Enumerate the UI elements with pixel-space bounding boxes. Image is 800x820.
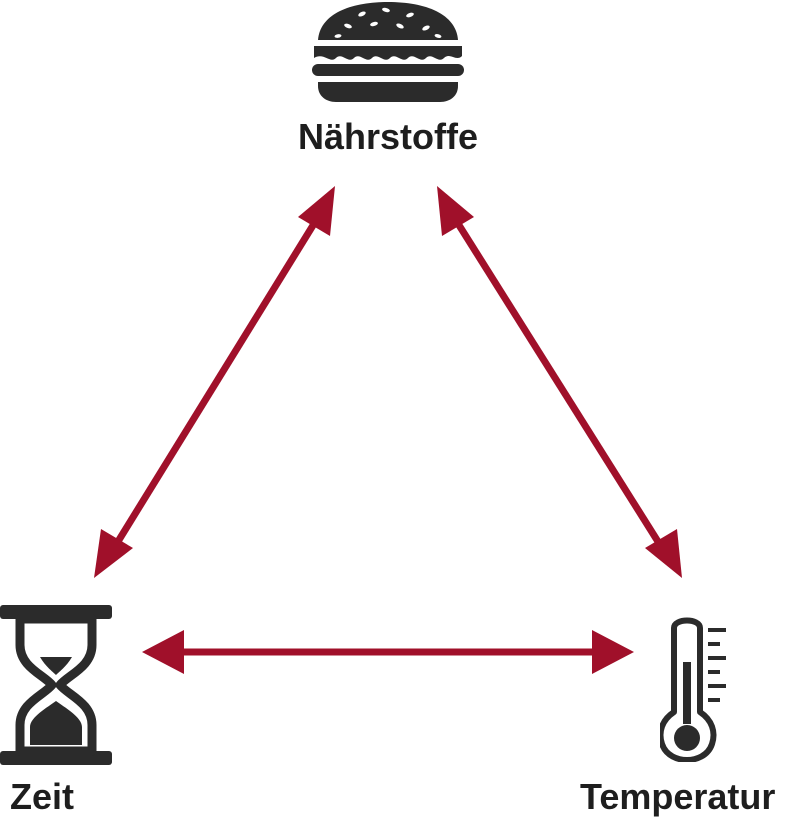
arrow-naehrstoffe-temperatur bbox=[437, 186, 682, 578]
thermometer-icon bbox=[660, 617, 726, 762]
arrow-zeit-temperatur bbox=[142, 630, 634, 674]
arrow-zeit-naehrstoffe bbox=[94, 186, 335, 578]
node-label-zeit: Zeit bbox=[10, 776, 75, 817]
burger-icon bbox=[312, 2, 464, 102]
hourglass-icon bbox=[0, 605, 112, 765]
node-label-naehrstoffe: Nährstoffe bbox=[297, 116, 479, 157]
node-label-temperatur: Temperatur bbox=[580, 776, 776, 817]
